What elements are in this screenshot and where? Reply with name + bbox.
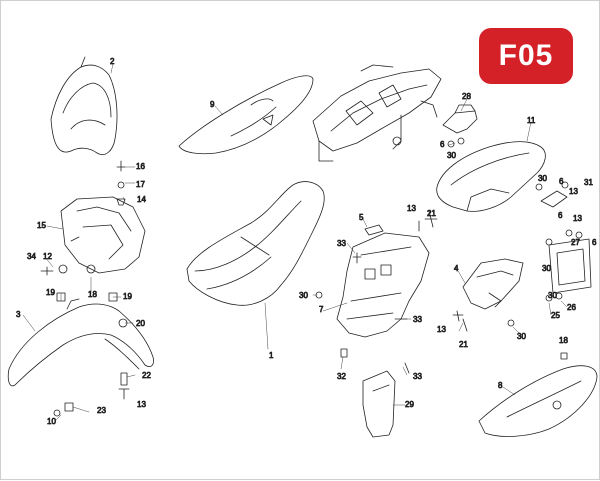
part-label: 13 xyxy=(437,325,446,334)
part-plate-holder xyxy=(548,238,592,294)
part-splash-guard xyxy=(362,370,396,438)
part-label: 1 xyxy=(269,351,274,360)
part-label: 8 xyxy=(498,381,503,390)
part-mudguard-holder xyxy=(336,232,430,338)
part-label: 25 xyxy=(551,311,560,320)
part-label: 26 xyxy=(567,303,576,312)
part-label: 32 xyxy=(337,372,346,381)
part-label: 13 xyxy=(569,187,578,196)
part-label: 21 xyxy=(427,209,436,218)
part-label: 6 xyxy=(558,211,563,220)
part-label: 21 xyxy=(459,340,468,349)
part-label: 15 xyxy=(37,221,46,230)
part-rear-frame xyxy=(312,64,442,162)
part-label: 27 xyxy=(571,238,580,247)
part-label: 23 xyxy=(97,406,106,415)
part-label: 6 xyxy=(559,177,564,186)
part-label: 4 xyxy=(454,264,459,273)
part-label: 33 xyxy=(413,372,422,381)
part-label: 5 xyxy=(359,213,364,222)
part-label: 34 xyxy=(27,252,36,261)
part-tail-panel xyxy=(478,365,598,437)
leader-lines xyxy=(22,63,568,422)
part-label: 13 xyxy=(573,214,582,223)
part-label: 30 xyxy=(538,174,547,183)
part-label: 13 xyxy=(407,204,416,213)
part-label: 2 xyxy=(110,57,115,66)
part-label: 6 xyxy=(440,140,445,149)
part-side-panel xyxy=(178,75,314,155)
part-label: 30 xyxy=(447,151,456,160)
part-small-items xyxy=(364,137,583,246)
part-label: 22 xyxy=(142,371,151,380)
part-label: 17 xyxy=(136,180,145,189)
page-code: F05 xyxy=(498,39,554,72)
part-label: 19 xyxy=(46,288,55,297)
part-headlight-fairing xyxy=(50,56,118,156)
part-label: 29 xyxy=(405,400,414,409)
part-label: 28 xyxy=(462,92,471,101)
part-label: 30 xyxy=(517,332,526,341)
part-license-bracket xyxy=(462,258,524,310)
part-label: 31 xyxy=(584,178,593,187)
part-label: 30 xyxy=(548,291,557,300)
part-label: 7 xyxy=(319,305,324,314)
part-bracket xyxy=(442,104,478,134)
part-label: 33 xyxy=(337,239,346,248)
part-label: 14 xyxy=(137,195,146,204)
part-label: 18 xyxy=(88,290,97,299)
part-label: 12 xyxy=(43,252,52,261)
part-label: 18 xyxy=(559,336,568,345)
part-label: 33 xyxy=(413,315,422,324)
part-seat xyxy=(186,181,325,306)
part-label: 30 xyxy=(542,264,551,273)
part-label: 13 xyxy=(137,400,146,409)
part-label: 3 xyxy=(16,310,21,319)
part-label: 10 xyxy=(47,417,56,426)
part-label: 9 xyxy=(210,100,215,109)
part-number-labels: 1 2 3 4 5 6 6 6 6 7 8 9 10 11 12 13 13 1… xyxy=(16,57,598,427)
page-code-badge: F05 xyxy=(479,28,573,84)
part-label: 30 xyxy=(299,291,308,300)
part-label: 19 xyxy=(123,292,132,301)
part-label: 20 xyxy=(136,319,145,328)
part-label: 11 xyxy=(527,116,536,125)
part-headlight-bracket xyxy=(60,196,146,274)
part-label: 16 xyxy=(136,162,145,171)
part-label: 6 xyxy=(592,238,597,247)
part-front-fender xyxy=(7,298,154,387)
part-rear-seat-cowl xyxy=(436,141,546,212)
hardware-fasteners xyxy=(40,140,568,417)
